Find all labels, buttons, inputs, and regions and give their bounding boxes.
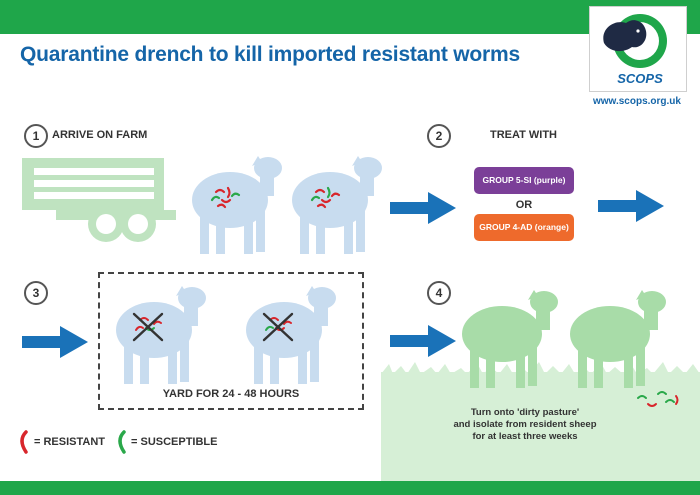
arrow-right-icon [598, 190, 664, 222]
resistant-worm-icon [20, 430, 28, 454]
susceptible-worm-icon [118, 430, 126, 454]
step-1-circle: 1 [24, 124, 48, 148]
pasture-line-1: Turn onto 'dirty pasture' [470, 407, 580, 418]
sheep-yarded-2 [246, 286, 336, 384]
yard-enclosure [98, 272, 364, 410]
pasture-field [381, 372, 700, 481]
treatment-group-5-si: GROUP 5-SI (purple) [474, 167, 574, 194]
sheep-pasture-2 [570, 290, 666, 388]
treatment-group-4-ad: GROUP 4-AD (orange) [474, 214, 574, 241]
sheep-yarded-1 [116, 286, 206, 384]
page-title: Quarantine drench to kill imported resis… [20, 43, 520, 66]
step-4-circle: 4 [427, 281, 451, 305]
sheep-arriving-2 [292, 156, 382, 254]
sheep-pasture-1 [462, 290, 558, 388]
scops-logo-mark: SCOPS [603, 14, 667, 86]
worm-cluster [210, 186, 241, 209]
legend-susceptible: = SUSCEPTIBLE [131, 436, 218, 448]
dead-worms [132, 312, 164, 342]
top-banner [0, 0, 700, 34]
scops-logo: SCOPS [589, 6, 687, 92]
arrow-right-icon [22, 326, 88, 358]
pasture-line-2: and isolate from resident sheep [453, 419, 597, 430]
arrow-right-icon [390, 192, 456, 224]
pasture-line-3: for at least three weeks [472, 431, 578, 442]
step-1-label: ARRIVE ON FARM [52, 129, 148, 141]
yard-duration-label: YARD FOR 24 - 48 HOURS [162, 388, 300, 400]
sheep-arriving-1 [192, 156, 282, 254]
step-3-circle: 3 [24, 281, 48, 305]
logo-brand: SCOPS [617, 71, 663, 86]
treatment-or: OR [515, 199, 533, 211]
step-2-circle: 2 [427, 124, 451, 148]
worm-cluster [310, 186, 341, 209]
grass-edge [381, 362, 700, 382]
legend-resistant: = RESISTANT [34, 436, 106, 448]
pasture-instructions: Turn onto 'dirty pasture' and isolate fr… [405, 407, 645, 443]
dead-worms [262, 312, 294, 342]
website-url[interactable]: www.scops.org.uk [593, 96, 681, 107]
bottom-banner [0, 481, 700, 495]
step-2-label: TREAT WITH [490, 129, 558, 141]
arrow-right-icon [390, 325, 456, 357]
pasture-worms [637, 391, 679, 407]
trailer-icon [22, 158, 176, 242]
